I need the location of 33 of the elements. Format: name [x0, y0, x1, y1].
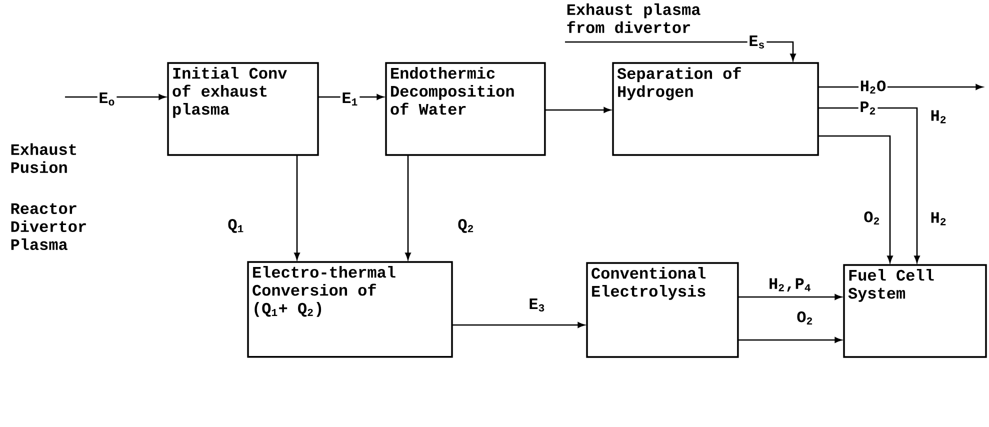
edge-label: H$_{2}$,P$_{4}$ [770, 278, 810, 292]
arrow [318, 94, 384, 100]
edge-label: O$_{2}$ [864, 211, 880, 225]
arrow [294, 155, 300, 260]
process-box: Separation of Hydrogen [612, 62, 819, 156]
process-box: Electro-thermal Conversion of (Q$_{1}$+ Q$_{2}$) [247, 261, 453, 358]
edge-label: H$_{2}$O [858, 79, 888, 95]
label: Exhaust Pusion [11, 143, 76, 173]
process-box: Conventional Electrolysis [586, 262, 739, 358]
process-box: Fuel Cell System [843, 264, 987, 358]
edge-label: E$_{3}$ [530, 298, 544, 312]
arrow [544, 107, 611, 113]
arrow [738, 337, 842, 343]
process-box: Endothermic Decomposition of Water [385, 62, 546, 156]
arrow [452, 322, 585, 328]
process-box: Initial Conv of exhaust plasma [167, 62, 319, 156]
arrow [818, 107, 920, 263]
edge-label: P$_{2}$ [858, 100, 878, 116]
arrow [565, 41, 796, 61]
arrow [818, 135, 893, 263]
edge-label: Q$_{2}$ [458, 219, 474, 233]
arrow [738, 294, 842, 300]
edge-label: E$_{1}$ [340, 91, 360, 107]
source-text: Exhaust plasma from divertor [567, 3, 700, 34]
arrow [405, 155, 411, 260]
edge-label: E$_{s}$ [747, 34, 767, 50]
label: H$_{2}$ [931, 110, 946, 124]
edge-label: O$_{2}$ [797, 311, 812, 325]
arrow [65, 94, 166, 100]
edge-label: Q$_{1}$ [228, 219, 244, 233]
label: H$_{2}$ [931, 212, 946, 226]
label: Reactor Divertor Plasma [11, 203, 86, 250]
edge-label: E$_{o}$ [97, 91, 117, 107]
